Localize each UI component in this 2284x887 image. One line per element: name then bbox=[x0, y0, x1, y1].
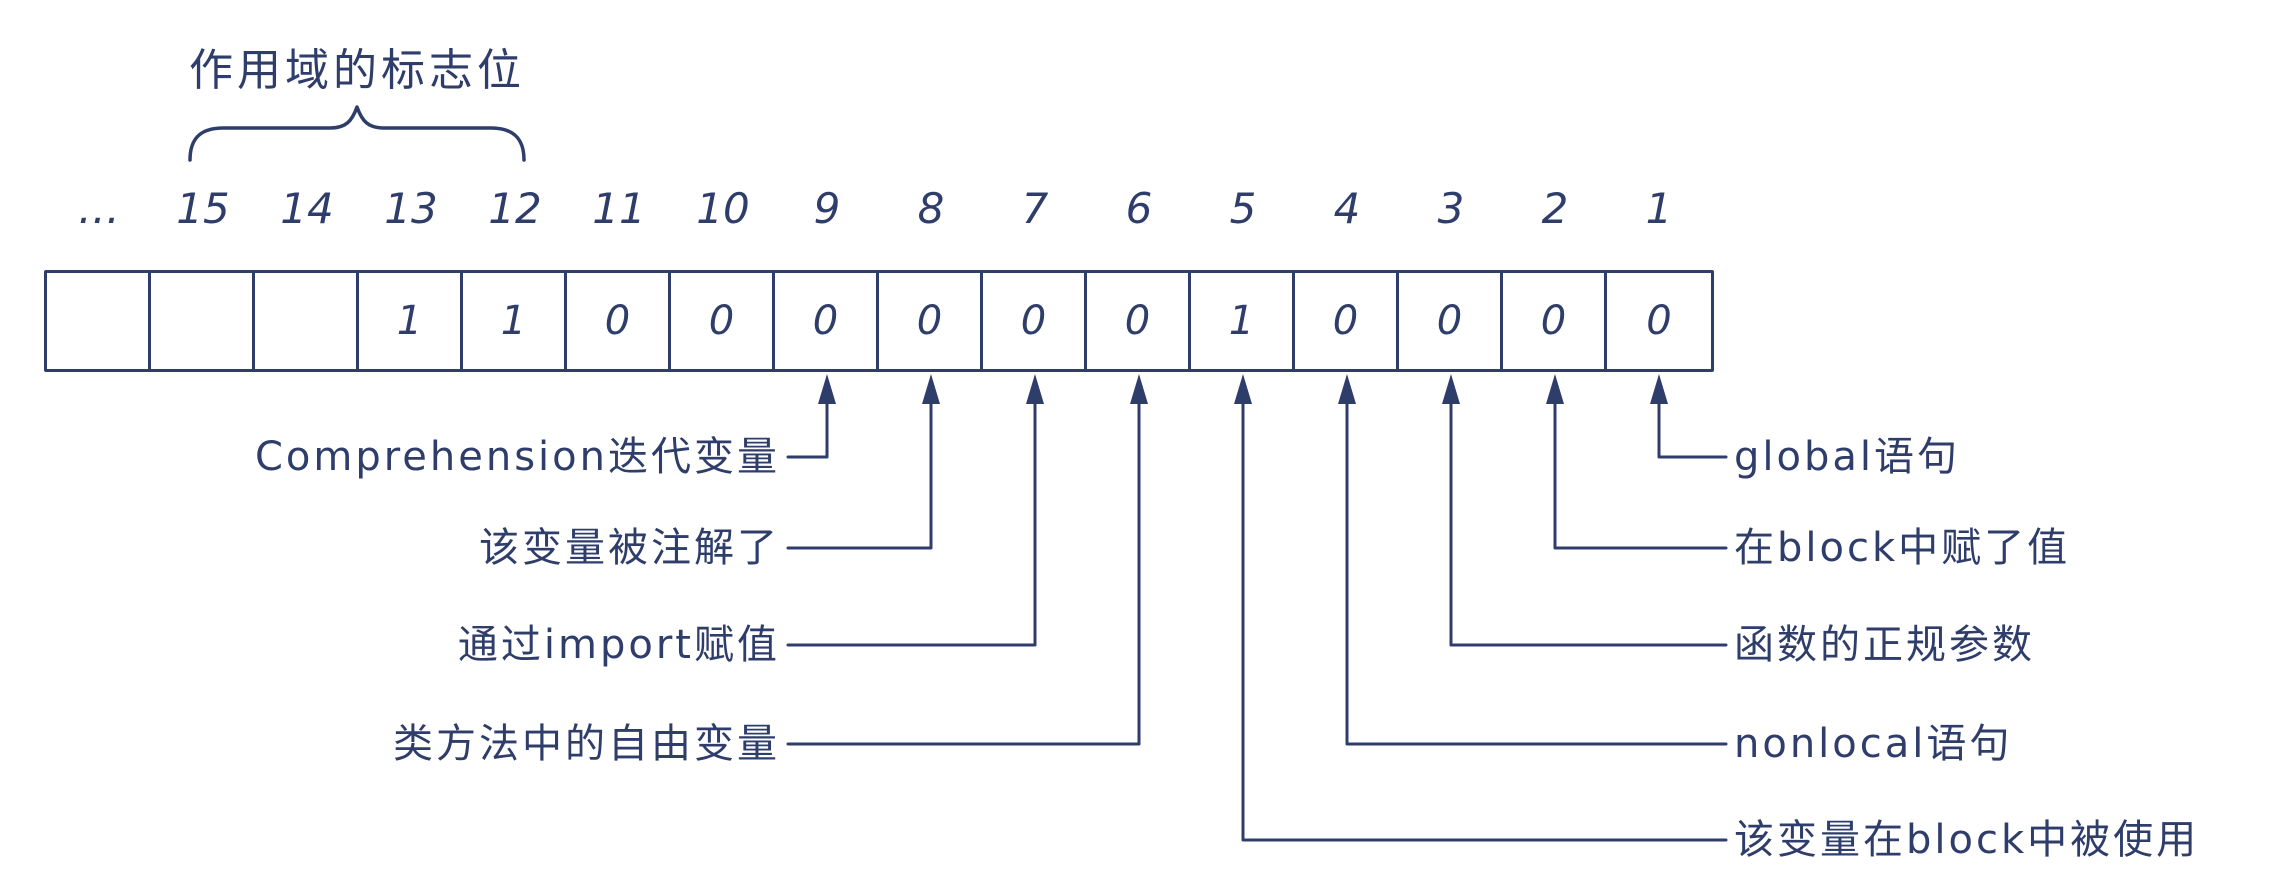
bit-label-5: 5 bbox=[1229, 184, 1257, 233]
bit-label-2: 2 bbox=[1541, 184, 1569, 233]
bit-cell-7: 0 bbox=[983, 273, 1087, 369]
bit-label-ellipsis: … bbox=[78, 184, 120, 233]
bit-cell-ellipsis bbox=[47, 273, 151, 369]
scope-brace bbox=[188, 105, 526, 162]
callout-bit-9: Comprehension迭代变量 bbox=[254, 434, 780, 480]
bit-label-3: 3 bbox=[1437, 184, 1465, 233]
bit-cell-14 bbox=[255, 273, 359, 369]
bit-label-6: 6 bbox=[1125, 184, 1153, 233]
arrow-bit-6 bbox=[786, 374, 1148, 746]
arrow-bit-8 bbox=[786, 374, 940, 550]
bit-label-15: 15 bbox=[176, 184, 230, 233]
bit-cell-4: 0 bbox=[1295, 273, 1399, 369]
arrow-bit-1 bbox=[1650, 374, 1728, 459]
bit-cell-6: 0 bbox=[1087, 273, 1191, 369]
arrow-bit-5 bbox=[1234, 374, 1728, 842]
arrow-bit-4 bbox=[1338, 374, 1728, 746]
bit-label-12: 12 bbox=[488, 184, 542, 233]
bit-cell-1: 0 bbox=[1646, 298, 1672, 344]
bit-label-10: 10 bbox=[696, 184, 750, 233]
callout-bit-7: 通过import赋值 bbox=[457, 622, 780, 668]
bit-cell-15 bbox=[151, 273, 255, 369]
bit-label-11: 11 bbox=[592, 184, 646, 233]
bit-cell-3: 0 bbox=[1399, 273, 1503, 369]
bit-cell-5: 1 bbox=[1191, 273, 1295, 369]
arrow-bit-2 bbox=[1546, 374, 1728, 550]
bit-label-1: 1 bbox=[1645, 184, 1673, 233]
bit-cell-10: 0 bbox=[671, 273, 775, 369]
callout-bit-3: 函数的正规参数 bbox=[1734, 622, 2035, 668]
bit-cell-12: 1 bbox=[463, 273, 567, 369]
callout-bit-8: 该变量被注解了 bbox=[479, 525, 780, 571]
scope-bits-title: 作用域的标志位 bbox=[189, 45, 525, 96]
bit-cell-9: 0 bbox=[775, 273, 879, 369]
bit-label-4: 4 bbox=[1333, 184, 1361, 233]
bit-register: 1 1 0 0 0 0 0 0 1 0 0 0 0 bbox=[44, 270, 1714, 372]
bit-label-9: 9 bbox=[813, 184, 841, 233]
arrow-bit-7 bbox=[786, 374, 1044, 647]
callout-bit-6: 类方法中的自由变量 bbox=[393, 721, 780, 767]
bit-label-8: 8 bbox=[917, 184, 945, 233]
callout-bit-5: 该变量在block中被使用 bbox=[1734, 817, 2200, 863]
callout-bit-1: global语句 bbox=[1734, 434, 1960, 480]
callout-bit-4: nonlocal语句 bbox=[1734, 721, 2013, 767]
bit-label-7: 7 bbox=[1021, 184, 1049, 233]
callout-bit-2: 在block中赋了值 bbox=[1734, 525, 2071, 571]
bit-label-13: 13 bbox=[384, 184, 438, 233]
bit-cell-11: 0 bbox=[567, 273, 671, 369]
arrow-bit-3 bbox=[1442, 374, 1728, 647]
bit-number-row: … 15 14 13 12 11 10 9 8 7 6 5 4 3 2 1 bbox=[47, 184, 1711, 233]
bit-cell-8: 0 bbox=[879, 273, 983, 369]
bit-label-14: 14 bbox=[280, 184, 334, 233]
arrow-bit-9 bbox=[786, 374, 836, 459]
bit-cell-13: 1 bbox=[359, 273, 463, 369]
bit-cell-2: 0 bbox=[1503, 273, 1607, 369]
